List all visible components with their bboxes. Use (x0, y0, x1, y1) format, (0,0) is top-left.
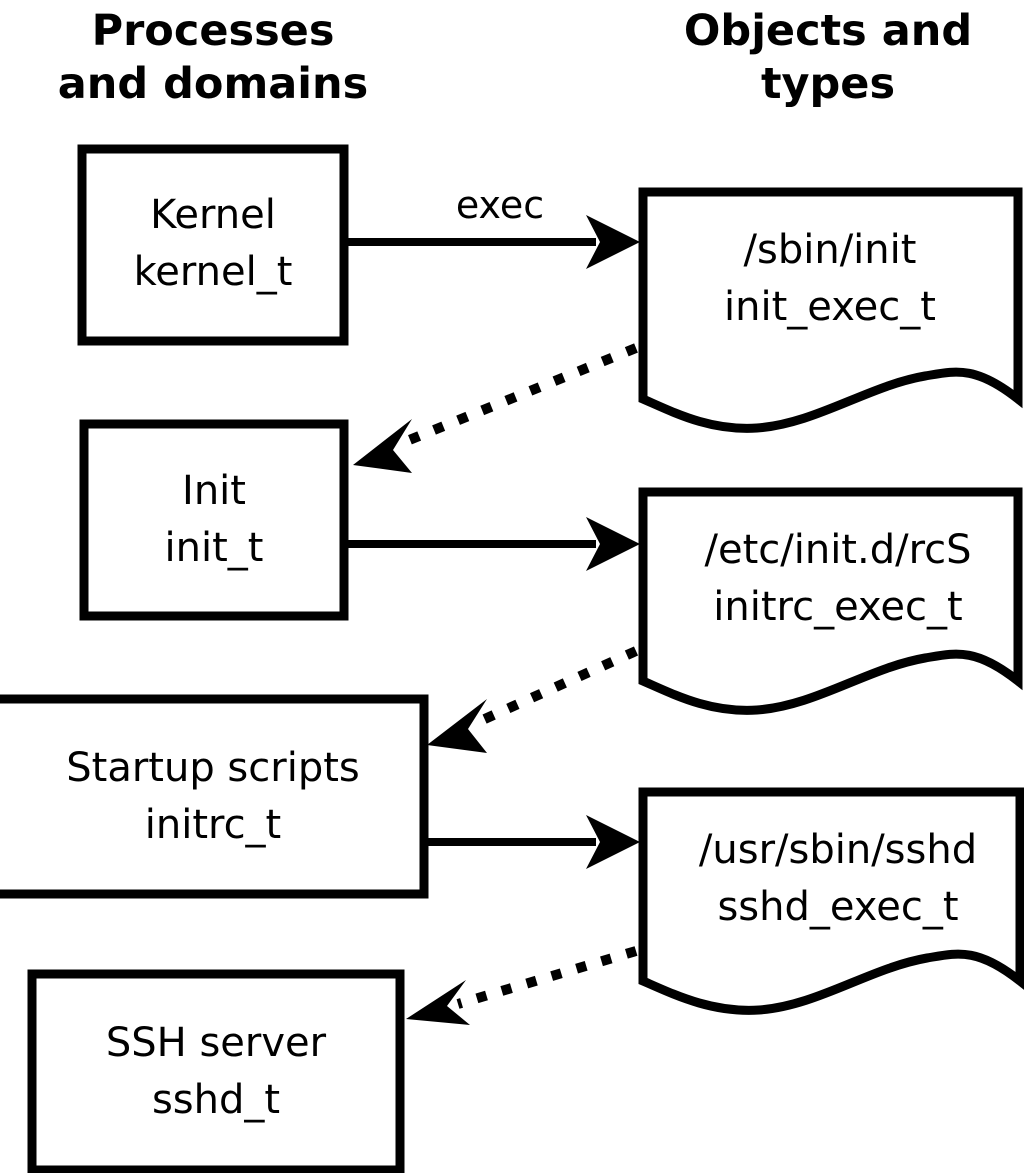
node-kernel[interactable]: Kernel kernel_t (77, 144, 349, 346)
column-header-processes-line2: and domains (58, 59, 368, 109)
node-usr-sbin-sshd-shape[interactable] (638, 787, 1024, 1015)
arrow-head-init-transition (353, 419, 412, 473)
node-sbin-init[interactable]: /sbin/init init_exec_t (638, 187, 1023, 433)
node-kernel-box[interactable] (77, 144, 349, 346)
column-header-objects: Objects and types (684, 6, 972, 109)
edge-initrc-exec-sshd-exec (428, 815, 640, 869)
edge-init-exec-initrc-exec (348, 517, 640, 571)
node-init-box[interactable] (79, 419, 349, 621)
column-header-processes: Processes and domains (58, 6, 368, 109)
node-sbin-init-shape[interactable] (638, 187, 1023, 433)
node-etc-initd-rcs[interactable]: /etc/init.d/rcS initrc_exec_t (638, 487, 1023, 715)
node-ssh-server[interactable]: SSH server sshd_t (27, 969, 405, 1173)
column-header-objects-line1: Objects and (684, 6, 972, 56)
node-init[interactable]: Init init_t (79, 419, 349, 621)
node-startup-scripts-line1: Startup scripts (66, 745, 359, 791)
edge-line-initrc-transition (475, 646, 639, 727)
edge-label-exec: exec (456, 183, 544, 227)
node-init-line2: init_t (165, 525, 264, 571)
node-ssh-server-line2: sshd_t (152, 1077, 280, 1123)
node-ssh-server-line1: SSH server (106, 1020, 327, 1066)
node-startup-scripts-box[interactable] (0, 694, 429, 899)
node-usr-sbin-sshd-line2: sshd_exec_t (717, 884, 958, 930)
edge-kernel-exec-init-exec: exec (348, 183, 640, 269)
node-etc-initd-rcs-line2: initrc_exec_t (713, 584, 962, 630)
node-etc-initd-rcs-line1: /etc/init.d/rcS (704, 527, 971, 573)
edge-init-exec-transition-init (353, 343, 638, 473)
arrow-head-sshd-transition (406, 980, 470, 1025)
node-startup-scripts[interactable]: Startup scripts initrc_t (0, 694, 429, 899)
node-etc-initd-rcs-shape[interactable] (638, 487, 1023, 715)
arrow-head-kernel-exec (586, 215, 640, 269)
node-usr-sbin-sshd[interactable]: /usr/sbin/sshd sshd_exec_t (638, 787, 1024, 1015)
arrow-head-init-exec (586, 517, 640, 571)
edge-sshd-exec-transition-sshd (406, 946, 638, 1025)
edge-line-sshd-transition (456, 946, 638, 1009)
node-usr-sbin-sshd-line1: /usr/sbin/sshd (699, 827, 977, 873)
node-sbin-init-line1: /sbin/init (744, 227, 917, 273)
node-ssh-server-box[interactable] (27, 969, 405, 1173)
column-header-objects-line2: types (761, 59, 895, 109)
node-init-line1: Init (182, 468, 246, 514)
node-startup-scripts-line2: initrc_t (145, 802, 282, 848)
arrow-head-initrc-transition (427, 699, 487, 753)
column-header-processes-line1: Processes (92, 6, 335, 56)
edge-line-init-transition (400, 343, 638, 448)
arrow-head-initrc-exec (586, 815, 640, 869)
edge-initrc-exec-transition-initrc (427, 646, 639, 753)
node-kernel-line2: kernel_t (134, 249, 293, 295)
node-kernel-line1: Kernel (150, 192, 276, 238)
node-sbin-init-line2: init_exec_t (724, 284, 936, 330)
